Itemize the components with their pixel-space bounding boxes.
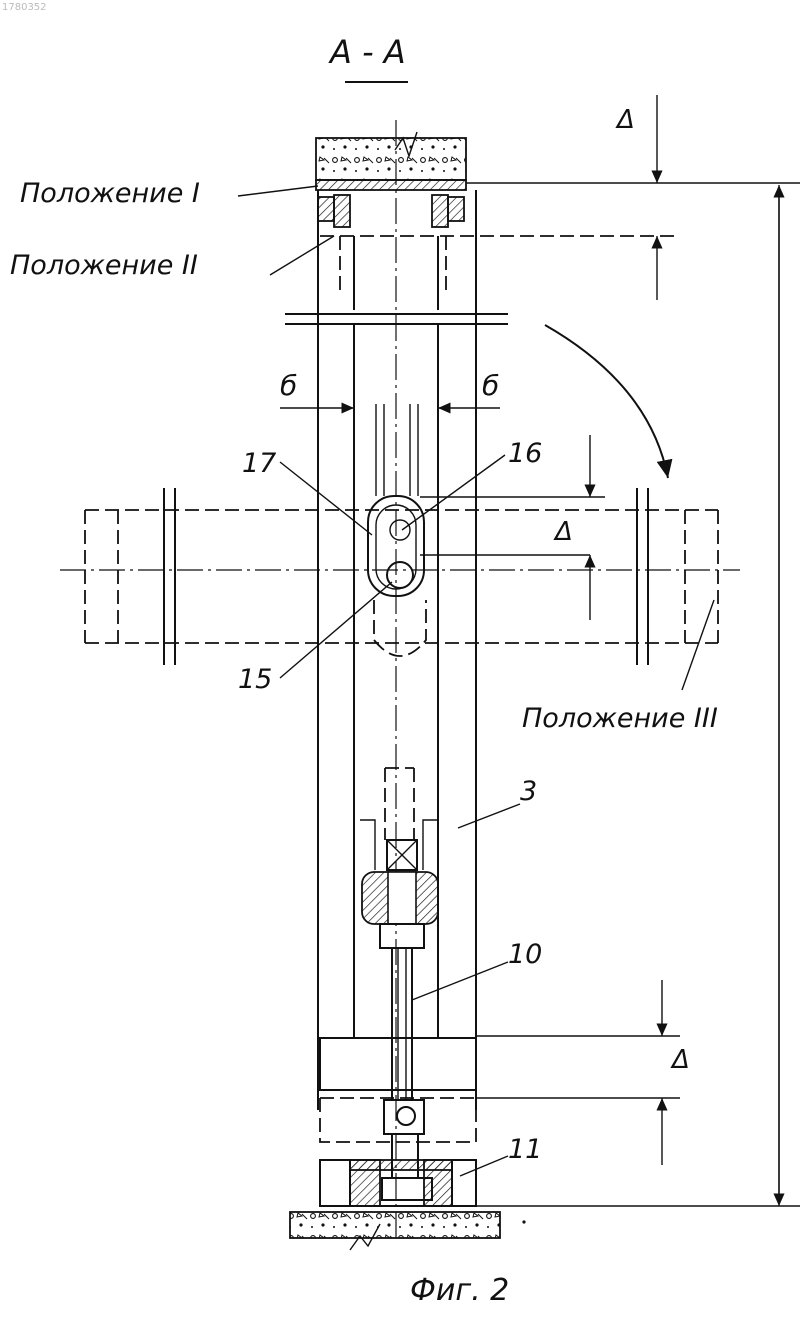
screw-shaft-inner [398,948,406,1100]
position-3-label: Положение III [522,703,718,734]
base-bracket-outer-left [320,1160,350,1206]
pin-15 [387,562,413,588]
delta-label-top: Δ [615,105,635,135]
callout-10-leader [412,962,508,1000]
position-1-label: Положение I [20,178,200,209]
base-bracket-outer-right [452,1160,476,1206]
position-2-sleeve [340,236,446,290]
position-1-leader [238,186,318,196]
screw-upper-dashed [385,768,414,840]
rotation-arrow [545,325,668,478]
callout-16: 16 [508,438,542,469]
document-id: 1780352 [2,2,47,13]
delta-label-mid: Δ [553,517,573,547]
callout-17-leader [280,462,372,535]
upper-clamp-right [448,197,464,221]
delta-label-bottom: Δ [670,1045,690,1075]
slot-lower-dashed [374,600,426,656]
callout-3-leader [458,804,520,828]
ceiling-concrete [316,138,466,180]
figure-caption: Фиг. 2 [410,1273,509,1308]
position-2-label: Положение II [10,250,198,281]
coupling-pin [397,1107,415,1125]
b-label-left: б [280,369,297,402]
floor-concrete [290,1212,500,1238]
callout-15-leader [280,582,392,678]
position-3-flange-left [164,488,175,665]
position-3-flange-right [637,488,648,665]
upper-sleeve-right [432,195,448,227]
callout-3: 3 [520,776,537,807]
pin-16 [390,520,410,540]
callout-11: 11 [508,1134,542,1165]
upper-sleeve-left [334,195,350,227]
callout-10: 10 [508,939,542,970]
callout-17: 17 [242,448,276,479]
nut-washer [380,924,424,948]
screw-coupling [384,1100,424,1134]
screw-shaft [392,948,412,1100]
callout-15: 15 [238,664,272,695]
section-title: А - А [328,33,406,71]
square-head-cross [387,840,417,870]
position-3-bar [85,510,718,643]
ceiling-plate [316,180,466,190]
position-3-leader [682,600,714,690]
upper-clamp-left [318,197,334,221]
position-2-leader [270,236,334,275]
guide-sleeve [360,820,438,870]
nut-core [388,872,416,924]
stray-dot [522,1220,525,1223]
b-label-right: б [482,369,499,402]
base-bracket-top [350,1160,452,1170]
slot-rod [376,404,418,496]
